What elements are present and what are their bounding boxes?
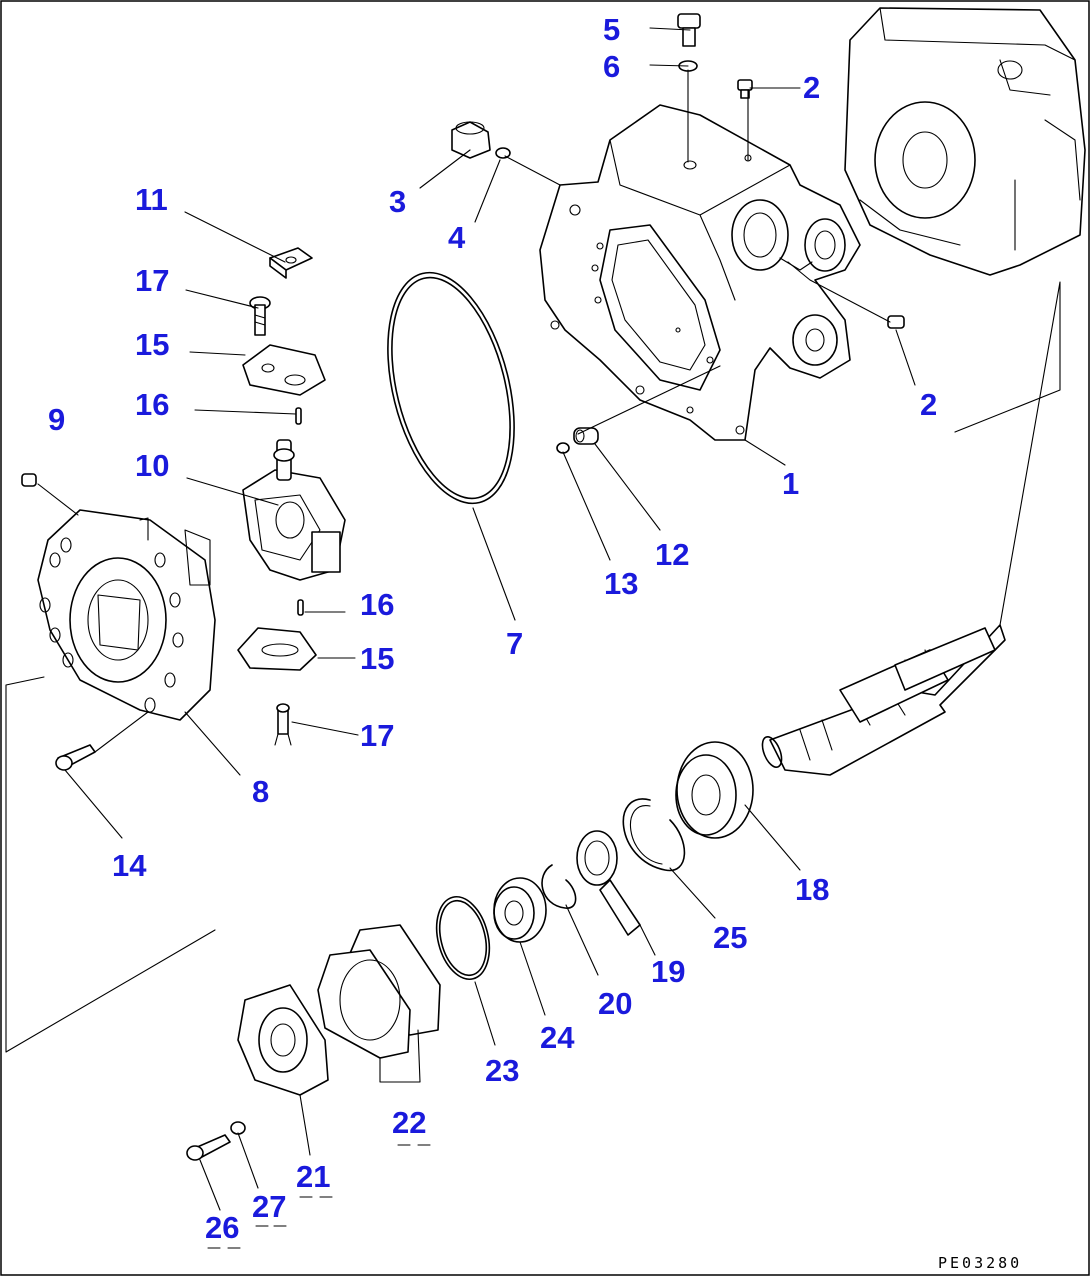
label-2-right: 2 bbox=[920, 387, 937, 422]
label-26: 26 bbox=[205, 1210, 239, 1245]
label-16-bottom: 16 bbox=[360, 587, 394, 622]
label-23: 23 bbox=[485, 1053, 519, 1088]
label-25: 25 bbox=[713, 920, 747, 955]
label-20: 20 bbox=[598, 986, 632, 1021]
shim-22 bbox=[317, 924, 441, 1059]
o-ring-23 bbox=[435, 896, 491, 980]
bolt-17-bottom bbox=[274, 703, 292, 746]
label-24: 24 bbox=[540, 1020, 575, 1055]
o-ring-4 bbox=[495, 147, 511, 159]
label-1: 1 bbox=[782, 466, 799, 501]
label-22: 22 bbox=[392, 1105, 426, 1140]
label-27: 27 bbox=[252, 1189, 286, 1224]
label-13: 13 bbox=[604, 566, 638, 601]
plug-2-top bbox=[737, 79, 753, 99]
flange-21 bbox=[237, 984, 329, 1096]
rear-pump-housing bbox=[844, 7, 1086, 276]
label-6: 6 bbox=[603, 49, 620, 84]
plug-2-right bbox=[887, 315, 905, 329]
label-9: 9 bbox=[48, 402, 65, 437]
callout-labels: 5 6 2 3 4 2 1 12 13 7 11 17 15 16 10 9 1… bbox=[48, 12, 937, 1245]
plug-12 bbox=[573, 427, 599, 445]
plug-5 bbox=[677, 13, 701, 47]
label-19: 19 bbox=[651, 954, 685, 989]
label-5: 5 bbox=[603, 12, 620, 47]
leader-lines bbox=[5, 27, 1061, 1211]
main-housing bbox=[539, 104, 861, 441]
label-21: 21 bbox=[296, 1159, 330, 1194]
drive-shaft bbox=[761, 624, 1006, 776]
label-15-top: 15 bbox=[135, 327, 169, 362]
bearing-24 bbox=[493, 877, 547, 943]
label-16-top: 16 bbox=[135, 387, 169, 422]
bolt-17-top bbox=[249, 296, 271, 336]
label-11: 11 bbox=[135, 182, 168, 217]
label-14: 14 bbox=[112, 848, 147, 883]
bolt-26 bbox=[186, 1134, 231, 1161]
end-cover-8 bbox=[37, 509, 216, 721]
plug-9 bbox=[21, 473, 37, 487]
oil-seal-19 bbox=[576, 830, 641, 936]
label-15-bottom: 15 bbox=[360, 641, 394, 676]
label-3: 3 bbox=[389, 184, 406, 219]
label-2-top: 2 bbox=[803, 70, 820, 105]
swash-plate-10 bbox=[242, 439, 346, 581]
o-ring-7 bbox=[387, 271, 515, 505]
drawing-code: PE03280 bbox=[938, 1254, 1022, 1272]
pin-16-bottom bbox=[297, 599, 304, 616]
label-17-top: 17 bbox=[135, 263, 169, 298]
seat-15-top bbox=[242, 344, 326, 396]
label-10: 10 bbox=[135, 448, 169, 483]
pin-16-top bbox=[295, 407, 302, 425]
bolt-14 bbox=[55, 744, 96, 771]
label-18: 18 bbox=[795, 872, 829, 907]
label-12: 12 bbox=[655, 537, 689, 572]
label-4: 4 bbox=[448, 220, 466, 255]
label-7: 7 bbox=[506, 626, 523, 661]
pin-11 bbox=[269, 247, 313, 279]
label-17-bottom: 17 bbox=[360, 718, 394, 753]
label-8: 8 bbox=[252, 774, 269, 809]
washer-27 bbox=[230, 1121, 246, 1135]
snap-ring-20 bbox=[541, 864, 577, 909]
snap-ring-25 bbox=[622, 798, 686, 872]
bearing-18 bbox=[675, 741, 754, 839]
seat-15-bottom bbox=[237, 627, 317, 671]
plug-3 bbox=[451, 121, 491, 159]
label-underlines bbox=[207, 1144, 431, 1249]
